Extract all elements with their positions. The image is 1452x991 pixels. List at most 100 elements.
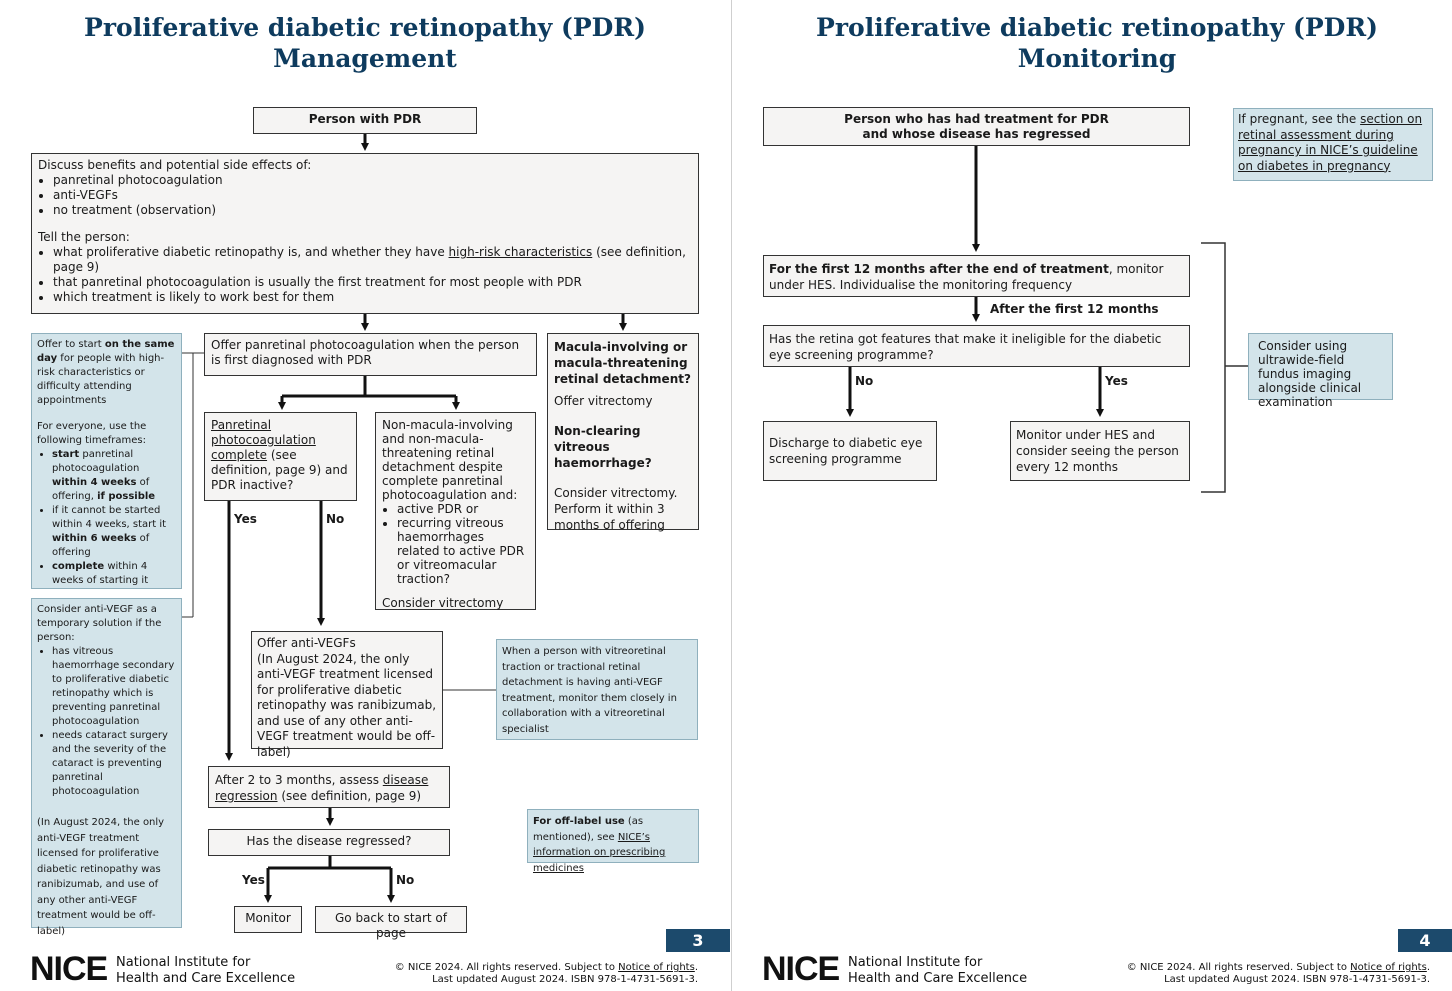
text: (see definition, page 9) and PDR inactiv… — [211, 448, 348, 492]
prp-complete-link[interactable]: Panretinal photocoagulation complete — [211, 418, 316, 462]
title-line-2: Monitoring — [1017, 44, 1177, 73]
text: Offer to start — [37, 339, 105, 350]
pregnancy-guideline-link[interactable]: section on retinal assessment during pre… — [1238, 112, 1423, 173]
text: . — [694, 962, 698, 973]
text: For the first 12 months after the end of… — [769, 262, 1109, 276]
offer-prp-box: Offer panretinal photocoagulation when t… — [204, 333, 537, 376]
assess-box: After 2 to 3 months, assess disease regr… — [208, 766, 450, 808]
text: After 2 to 3 months, assess — [215, 773, 383, 787]
no-label: No — [326, 512, 345, 526]
copyright: © NICE 2024. All rights reserved. Subjec… — [360, 962, 698, 986]
tell-item-text: what proliferative diabetic retinopathy … — [53, 245, 449, 259]
nice-logo: NICE — [30, 950, 108, 988]
text: of offering — [52, 533, 150, 558]
text: if it cannot be started within 4 weeks, … — [52, 505, 167, 530]
nice-logo: NICE — [762, 950, 840, 988]
page-title: Proliferative diabetic retinopathy (PDR)… — [40, 12, 690, 74]
tell-list: what proliferative diabetic retinopathy … — [38, 245, 692, 305]
discuss-intro: Discuss benefits and potential side effe… — [38, 158, 312, 172]
pregnancy-note: If pregnant, see the section on retinal … — [1233, 108, 1433, 181]
person-with-pdr-box: Person with PDR — [253, 107, 477, 134]
updated-line: Last updated August 2024. ISBN 978-1-473… — [432, 974, 698, 985]
page-number: 4 — [1398, 929, 1452, 952]
antivegf-list: has vitreous haemorrhage secondary to pr… — [37, 645, 176, 799]
options-list: panretinal photocoagulation anti-VEGFs n… — [38, 173, 692, 218]
disease-regression-link[interactable]: disease regression — [215, 773, 429, 803]
notice-of-rights-link[interactable]: Notice of rights — [618, 962, 695, 973]
copy-line: © NICE 2024. All rights reserved. Subjec… — [360, 962, 698, 974]
flow-connectors — [182, 133, 627, 903]
text: within 6 weeks — [52, 533, 137, 544]
non-macula-text: Non-macula-involving and non-macula-thre… — [382, 418, 518, 502]
retina-question-box: Has the retina got features that make it… — [763, 325, 1190, 367]
discharge-box: Discharge to diabetic eye screening prog… — [763, 421, 937, 481]
page-number: 3 — [666, 929, 730, 952]
timing-list: start panretinal photocoagulation within… — [37, 448, 176, 588]
text: © NICE 2024. All rights reserved. Subjec… — [1126, 962, 1351, 973]
flow-connectors — [846, 146, 1248, 493]
text: For off-label use — [533, 816, 625, 827]
antivegf-item: needs cataract surgery and the severity … — [52, 729, 176, 799]
macula-q2: Non-clearing vitreous haemorrhage? — [554, 424, 652, 470]
offer-antivegf-box: Offer anti-VEGFs (In August 2024, the on… — [251, 631, 443, 759]
text: on the same day — [37, 339, 175, 364]
macula-a2: Consider vitrectomy. Perform it within 3… — [554, 486, 678, 532]
updated-line: Last updated August 2024. ISBN 978-1-473… — [1164, 974, 1430, 985]
timing-item: if it cannot be started within 4 weeks, … — [52, 504, 176, 560]
antivegf-note: Consider anti-VEGF as a temporary soluti… — [31, 598, 182, 937]
text: . — [1426, 962, 1430, 973]
text: complete — [52, 561, 105, 572]
copy-line: © NICE 2024. All rights reserved. Subjec… — [1092, 962, 1430, 974]
non-macula-list: active PDR or recurring vitreous haemorr… — [382, 502, 529, 586]
high-risk-link[interactable]: high-risk characteristics — [448, 245, 593, 259]
yes-label: Yes — [1105, 374, 1128, 388]
tell-item: which treatment is likely to work best f… — [53, 290, 692, 305]
regressed-question-box: Has the disease regressed? — [208, 829, 450, 856]
option-item: no treatment (observation) — [53, 203, 692, 218]
org-line: Health and Care Excellence — [116, 971, 296, 986]
org-line: National Institute for — [848, 955, 983, 970]
macula-q1: Macula-involving or macula-threatening r… — [554, 340, 691, 386]
antivegf-intro: Consider anti-VEGF as a temporary soluti… — [37, 604, 162, 643]
title-line-2: Management — [273, 44, 457, 73]
tell-item-text: (see definition, page 9) — [53, 245, 686, 274]
option-item: panretinal photocoagulation — [53, 173, 692, 188]
non-macula-item: recurring vitreous haemorrhages related … — [397, 516, 529, 586]
page-title: Proliferative diabetic retinopathy (PDR)… — [772, 12, 1422, 74]
copyright: © NICE 2024. All rights reserved. Subjec… — [1092, 962, 1430, 986]
non-macula-box: Non-macula-involving and non-macula-thre… — [375, 412, 536, 610]
timing-note: Offer to start on the same day for peopl… — [31, 333, 182, 589]
tell-item: that panretinal photocoagulation is usua… — [53, 275, 692, 290]
antivegf-item: has vitreous haemorrhage secondary to pr… — [52, 645, 176, 729]
tell-item: what proliferative diabetic retinopathy … — [53, 245, 692, 275]
non-macula-item: active PDR or — [397, 502, 529, 516]
text: within 4 weeks — [52, 477, 137, 488]
org-line: National Institute for — [116, 955, 251, 970]
after-12-label: After the first 12 months — [990, 302, 1159, 316]
timing-item: start panretinal photocoagulation within… — [52, 448, 176, 504]
text: within 4 weeks of starting it — [52, 561, 149, 586]
yes-label: Yes — [242, 873, 265, 887]
prescribing-link[interactable]: NICE’s information on prescribing medici… — [533, 831, 666, 874]
timing-p1: Offer to start on the same day for peopl… — [37, 338, 176, 408]
text: start — [52, 449, 80, 460]
tell-intro: Tell the person: — [38, 230, 130, 244]
go-back-box: Go back to start of page — [315, 906, 467, 940]
offlabel-note: For off-label use (as mentioned), see NI… — [527, 809, 699, 874]
timing-p2: For everyone, use the following timefram… — [37, 421, 147, 446]
text: if possible — [97, 491, 156, 502]
org-name: National Institute for Health and Care E… — [848, 955, 1027, 987]
option-item: anti-VEGFs — [53, 188, 692, 203]
antivegf-footer: (In August 2024, the only anti-VEGF trea… — [37, 817, 165, 937]
no-label: No — [396, 873, 415, 887]
yes-label: Yes — [234, 512, 257, 526]
org-line: Health and Care Excellence — [848, 971, 1028, 986]
org-name: National Institute for Health and Care E… — [116, 955, 295, 987]
text: (see definition, page 9) — [277, 789, 422, 803]
monitor-box: Monitor — [234, 906, 302, 933]
title-line-1: Proliferative diabetic retinopathy (PDR) — [816, 13, 1378, 42]
macula-a1: Offer vitrectomy — [554, 394, 653, 408]
first-12-months-box: For the first 12 months after the end of… — [763, 255, 1190, 297]
notice-of-rights-link[interactable]: Notice of rights — [1350, 962, 1427, 973]
non-macula-action: Consider vitrectomy — [382, 596, 504, 610]
